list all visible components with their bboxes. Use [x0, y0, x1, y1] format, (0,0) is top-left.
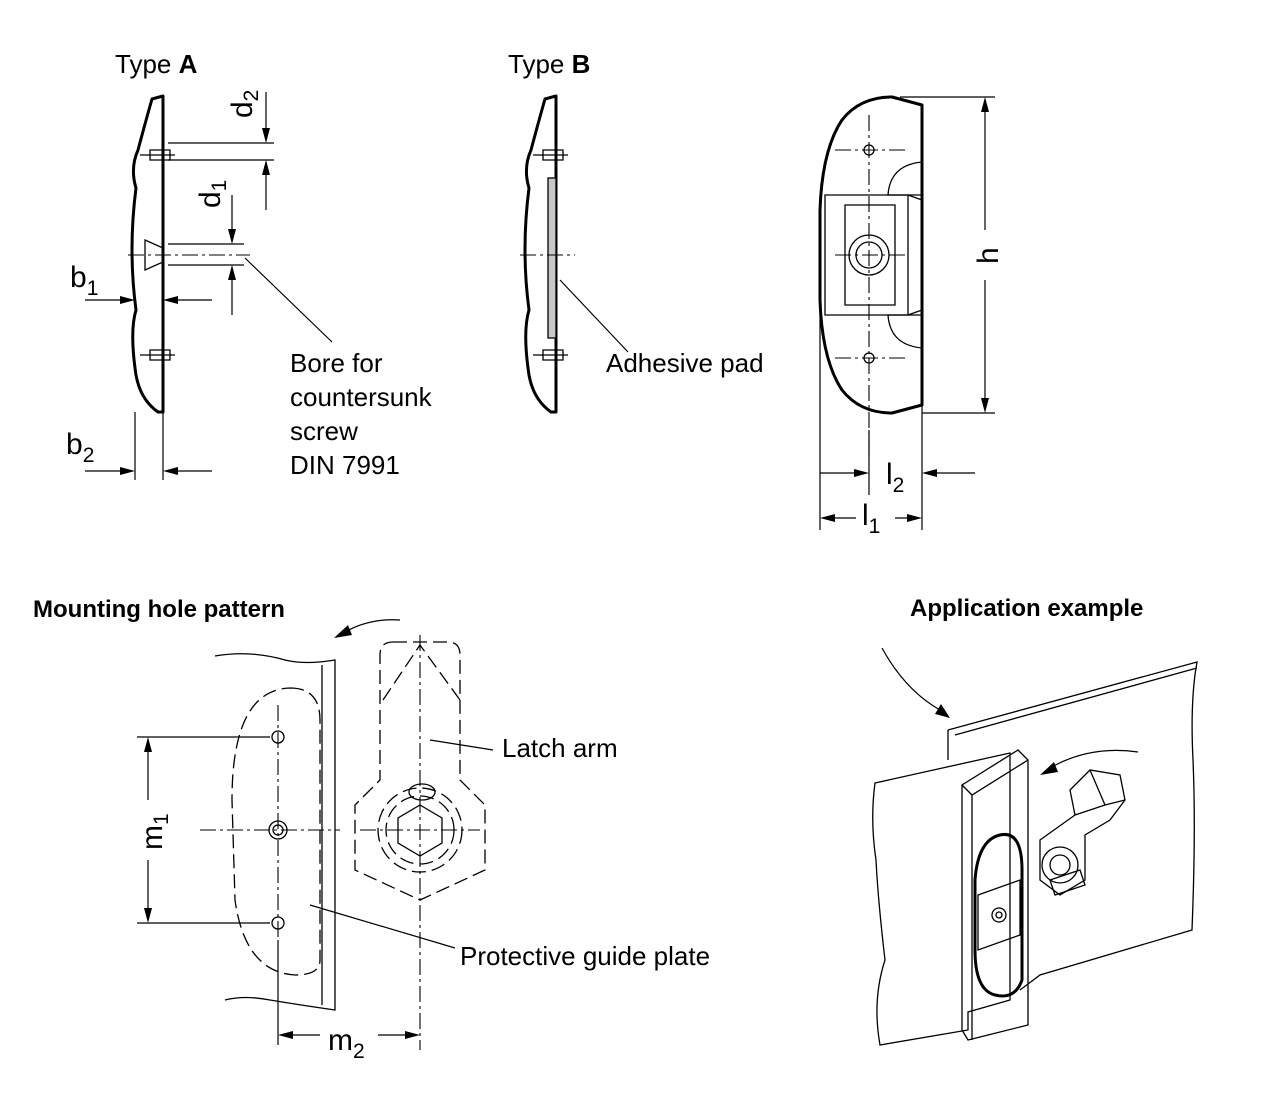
- application-example: Application example: [872, 595, 1198, 1046]
- channel-strip: [961, 749, 1029, 1041]
- door-panel: [947, 661, 1198, 991]
- bore-callout-line-4: DIN 7991: [290, 450, 400, 480]
- dim-d1-label: d1: [194, 180, 231, 208]
- protective-guide-plate-callout: Protective guide plate: [460, 941, 710, 971]
- dim-b2-label: b2: [66, 428, 94, 467]
- adhesive-pad-callout: Adhesive pad: [606, 348, 764, 378]
- mounting-hole-pattern: Mounting hole pattern m1 m2 Latch a: [33, 596, 710, 1063]
- dim-l1-label: l1: [862, 499, 880, 538]
- bore-callout-line-3: screw: [290, 416, 358, 446]
- latch-arm-callout: Latch arm: [502, 733, 618, 763]
- protective-guide-plate-outline: [231, 687, 321, 976]
- type-a-section-view: Type A d2 d1 b1 b2 Bore for countersunk …: [66, 49, 433, 480]
- app-latch: [1039, 769, 1126, 896]
- latch-arm-outline: [354, 641, 486, 901]
- dim-l2-label: l2: [886, 458, 904, 497]
- mounting-hole-pattern-heading: Mounting hole pattern: [33, 596, 285, 623]
- type-a-profile: [130, 94, 165, 414]
- type-b-section-view: Type B Adhesive pad: [508, 49, 764, 414]
- front-view: h l2 l1: [818, 95, 1005, 538]
- frame-sheet: [872, 752, 1011, 1046]
- app-guide-plate: [973, 832, 1024, 998]
- type-b-label: Type B: [508, 49, 590, 79]
- bore-callout-line-2: countersunk: [290, 382, 433, 412]
- adhesive-pad-rect: [547, 177, 557, 339]
- dim-m2-label: m2: [328, 1024, 365, 1063]
- application-example-heading: Application example: [910, 595, 1143, 622]
- dim-m1-label: m1: [136, 813, 173, 850]
- dim-b1-label: b1: [70, 261, 98, 300]
- dim-d2-label: d2: [226, 90, 263, 118]
- type-a-label: Type A: [115, 49, 198, 79]
- bore-callout-line-1: Bore for: [290, 348, 383, 378]
- dim-h-label: h: [972, 247, 1005, 264]
